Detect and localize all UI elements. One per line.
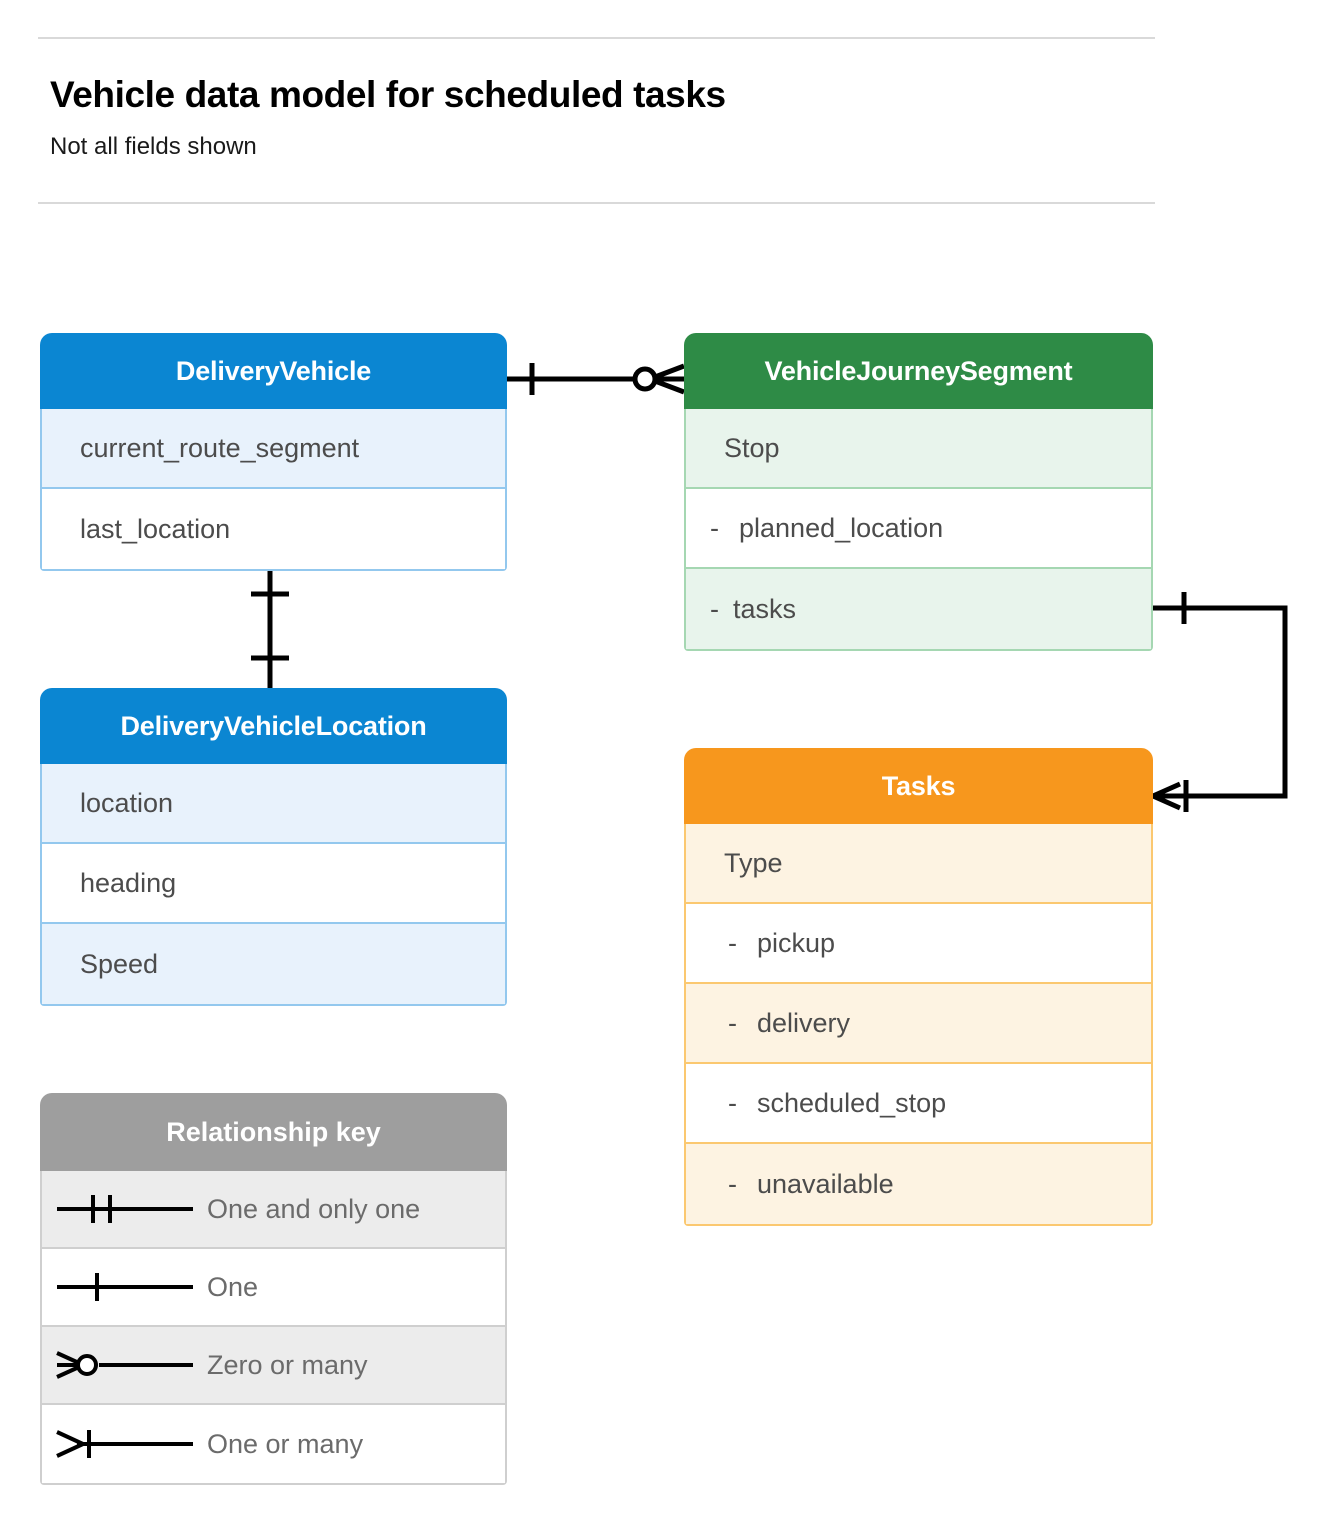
- field-row[interactable]: - delivery: [686, 984, 1151, 1064]
- field-row[interactable]: Type: [686, 824, 1151, 904]
- field-dash: -: [728, 1087, 737, 1118]
- field-label: delivery: [757, 1007, 851, 1038]
- entity-delivery-vehicle-location-title: DeliveryVehicleLocation: [40, 688, 507, 764]
- legend-row-zero-or-many[interactable]: Zero or many: [42, 1327, 505, 1405]
- entity-tasks[interactable]: Tasks Type - pickup - delivery - schedul…: [684, 748, 1153, 1226]
- field-label: unavailable: [757, 1168, 894, 1199]
- relationship-key-rows: One and only one One: [40, 1171, 507, 1485]
- field-label: current_route_segment: [80, 432, 360, 463]
- field-row[interactable]: current_route_segment: [42, 409, 505, 489]
- entity-delivery-vehicle-title: DeliveryVehicle: [40, 333, 507, 409]
- page-subtitle: Not all fields shown: [50, 133, 257, 160]
- one-or-many-icon: [42, 1424, 207, 1464]
- field-row[interactable]: - planned_location: [686, 489, 1151, 569]
- entity-tasks-title: Tasks: [684, 748, 1153, 824]
- field-label: Speed: [80, 948, 159, 979]
- relationship-key-legend[interactable]: Relationship key One and only one: [40, 1093, 507, 1485]
- entity-vehicle-journey-segment-fields: Stop - planned_location - tasks: [684, 409, 1153, 651]
- field-row[interactable]: - unavailable: [686, 1144, 1151, 1224]
- field-label: planned_location: [739, 512, 944, 543]
- field-row[interactable]: Stop: [686, 409, 1151, 489]
- field-label: tasks: [733, 593, 797, 624]
- entity-delivery-vehicle-fields: current_route_segment last_location: [40, 409, 507, 571]
- entity-delivery-vehicle[interactable]: DeliveryVehicle current_route_segment la…: [40, 333, 507, 571]
- field-label: pickup: [757, 927, 836, 958]
- relationship-key-title: Relationship key: [40, 1093, 507, 1171]
- field-row[interactable]: - scheduled_stop: [686, 1064, 1151, 1144]
- field-label: heading: [80, 867, 177, 898]
- entity-delivery-vehicle-location[interactable]: DeliveryVehicleLocation location heading…: [40, 688, 507, 1006]
- field-row[interactable]: Speed: [42, 924, 505, 1004]
- connector-vehicle-to-vehicle-location: [251, 570, 289, 688]
- field-row[interactable]: location: [42, 764, 505, 844]
- field-label: location: [80, 787, 174, 818]
- field-row[interactable]: - pickup: [686, 904, 1151, 984]
- field-label: Type: [724, 847, 783, 878]
- legend-row-one-or-many[interactable]: One or many: [42, 1405, 505, 1483]
- legend-row-one-and-only-one[interactable]: One and only one: [42, 1171, 505, 1249]
- header-divider-top: [38, 37, 1155, 39]
- entity-vehicle-journey-segment[interactable]: VehicleJourneySegment Stop - planned_loc…: [684, 333, 1153, 651]
- field-dash: -: [728, 1168, 737, 1199]
- field-row[interactable]: heading: [42, 844, 505, 924]
- field-label: last_location: [80, 513, 231, 544]
- entity-tasks-fields: Type - pickup - delivery - scheduled_sto…: [684, 824, 1153, 1226]
- legend-label: One and only one: [207, 1193, 421, 1224]
- legend-row-one[interactable]: One: [42, 1249, 505, 1327]
- field-row[interactable]: last_location: [42, 489, 505, 569]
- field-label: scheduled_stop: [757, 1087, 947, 1118]
- legend-label: One: [207, 1271, 259, 1302]
- field-dash: -: [728, 927, 737, 958]
- field-label: Stop: [724, 432, 780, 463]
- field-dash: -: [710, 512, 719, 543]
- zero-or-many-icon: [42, 1345, 207, 1385]
- one-and-only-one-icon: [42, 1189, 207, 1229]
- entity-vehicle-journey-segment-title: VehicleJourneySegment: [684, 333, 1153, 409]
- field-row[interactable]: - tasks: [686, 569, 1151, 649]
- connector-journey-segment-tasks-to-tasks: [1151, 592, 1288, 812]
- entity-delivery-vehicle-location-fields: location heading Speed: [40, 764, 507, 1006]
- header-divider-bottom: [38, 202, 1155, 204]
- one-icon: [42, 1267, 207, 1307]
- legend-label: Zero or many: [207, 1349, 368, 1380]
- field-dash: -: [710, 593, 719, 624]
- field-dash: -: [728, 1007, 737, 1038]
- legend-label: One or many: [207, 1428, 364, 1459]
- connector-vehicle-to-journey-segment: [507, 363, 685, 395]
- page-title: Vehicle data model for scheduled tasks: [50, 74, 726, 115]
